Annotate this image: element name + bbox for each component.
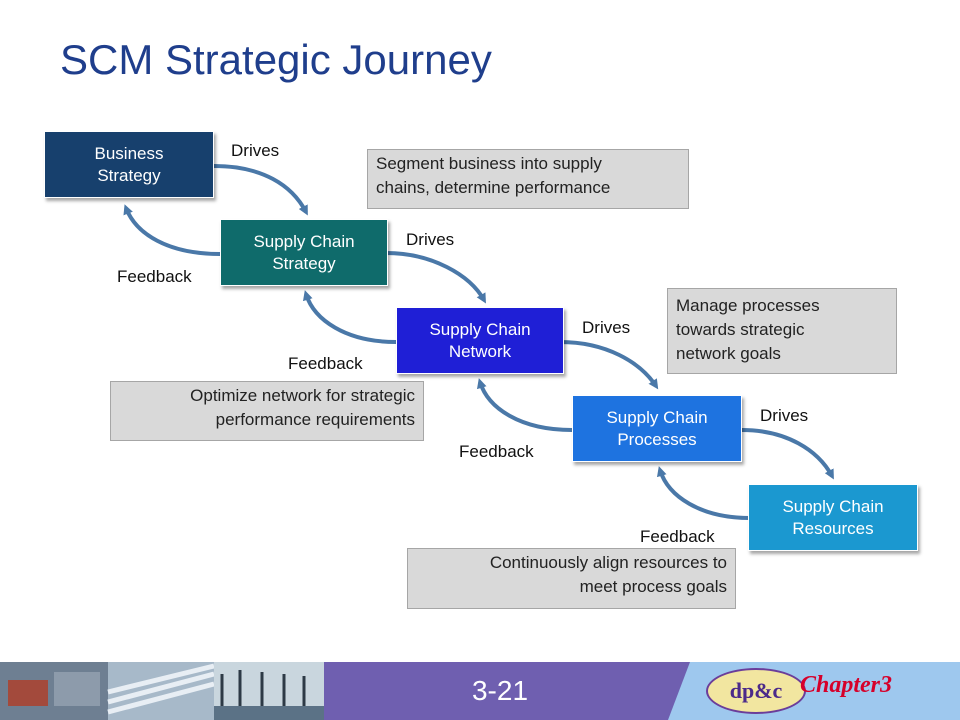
drives-arrow-2 (385, 251, 486, 304)
supply-chain-resources-box: Supply Chain Resources (748, 484, 918, 551)
drives-label-2: Drives (406, 230, 455, 249)
supply-chain-network-box: Supply Chain Network (396, 307, 564, 374)
footer-band: 3-21 dp&c Chapter3 (0, 662, 960, 720)
supply-chain-strategy-label: Supply Chain Strategy (253, 231, 355, 273)
supply-chain-processes-box: Supply Chain Processes (572, 395, 742, 462)
drives-label-3: Drives (582, 318, 631, 337)
feedback-label-3: Feedback (459, 442, 534, 461)
drives-label-1: Drives (231, 141, 280, 160)
business-strategy-label: Business Strategy (94, 143, 164, 185)
slide-number: 3-21 (471, 675, 529, 706)
note-manage: Manage processes towards strategic netwo… (667, 288, 897, 374)
feedback-arrow-3 (476, 378, 573, 432)
feedback-arrow-2 (302, 290, 397, 344)
flow-arrows (123, 164, 834, 520)
supply-chain-processes-label: Supply Chain Processes (606, 407, 708, 449)
note-optimize: Optimize network for strategic performan… (110, 381, 424, 441)
drives-arrow-1 (213, 164, 308, 216)
feedback-arrow-4 (656, 466, 751, 520)
supply-chain-strategy-box: Supply Chain Strategy (220, 219, 388, 286)
note-align: Continuously align resources to meet pro… (407, 548, 736, 609)
drives-label-4: Drives (760, 406, 809, 425)
supply-chain-resources-label: Supply Chain Resources (782, 496, 884, 538)
page-title: SCM Strategic Journey (60, 36, 492, 83)
feedback-label-4: Feedback (640, 527, 715, 546)
supply-chain-network-label: Supply Chain Network (429, 319, 531, 361)
drives-arrow-4 (741, 428, 834, 480)
feedback-label-1: Feedback (117, 267, 192, 286)
dpc-logo-text: dp&c (729, 678, 783, 703)
business-strategy-box: Business Strategy (44, 131, 214, 198)
chapter-label: Chapter3 (800, 672, 893, 698)
feedback-label-2: Feedback (288, 354, 363, 373)
drives-arrow-3 (559, 340, 659, 390)
dpc-logo: dp&c (706, 668, 806, 714)
note-segment: Segment business into supply chains, det… (367, 149, 689, 209)
feedback-arrow-1 (123, 204, 221, 256)
